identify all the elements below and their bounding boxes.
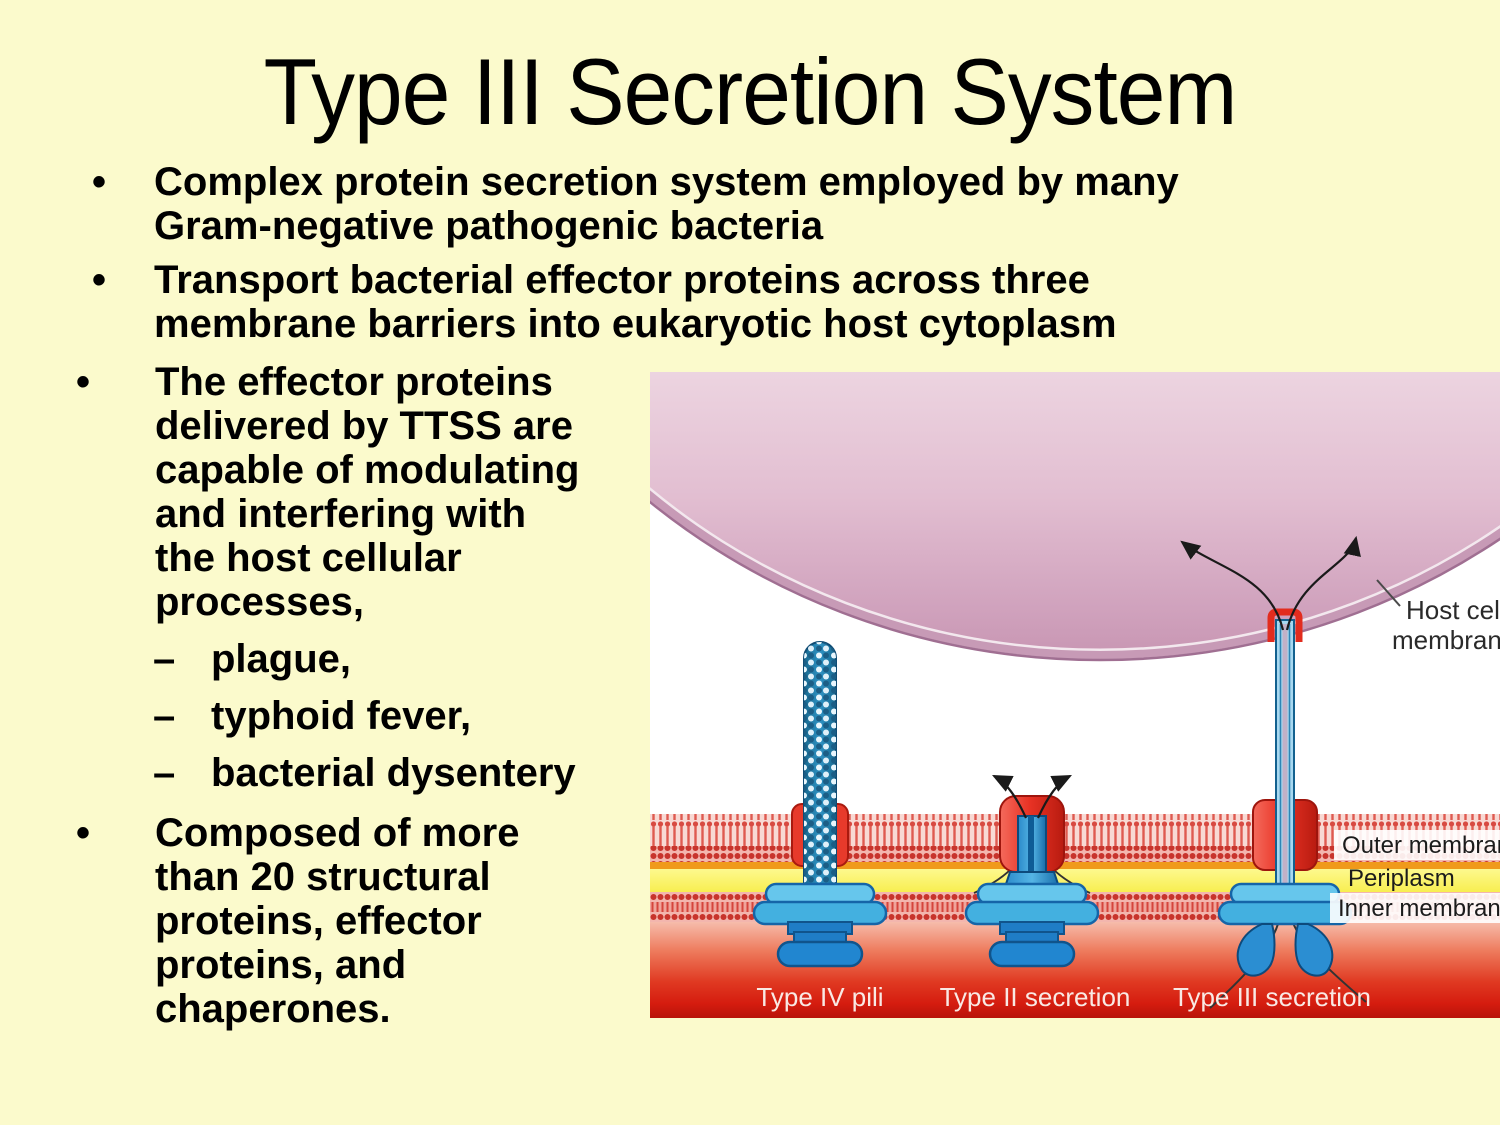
type-iv-pili-label: Type IV pili [756, 982, 883, 1012]
sub-list-item: – plague, [153, 637, 662, 681]
bullet-text: Complex protein secretion system employe… [154, 160, 1179, 248]
sub-list-item: – typhoid fever, [153, 694, 662, 738]
page-title: Type III Secretion System [263, 39, 1238, 144]
effector-arrow [1180, 540, 1285, 631]
secretion-systems-diagram: Host cell membrane Outer membrane Peripl… [650, 372, 1500, 1018]
sub-bullet-text: plague, [211, 637, 352, 681]
c-ring-claw [1236, 923, 1276, 977]
bullet-text: Composed of more than 20 structural prot… [155, 811, 520, 1031]
dash-icon: – [153, 637, 176, 681]
list-item: • Transport bacterial effector proteins … [86, 258, 1386, 346]
inner-membrane-label: Inner membrane [1338, 895, 1500, 922]
secretion-arrow [992, 775, 1028, 819]
outer-membrane-label-box [1334, 830, 1500, 860]
bullet-text: Transport bacterial effector proteins ac… [154, 258, 1117, 346]
host-cell [650, 372, 1500, 662]
left-bullet-list: • The effector proteins delivered by TTS… [62, 360, 662, 1041]
periplasm-label: Periplasm [1348, 865, 1455, 892]
secretion-arrow [1036, 775, 1072, 819]
c-ring-claw [1294, 923, 1334, 977]
bullet-icon: • [76, 811, 91, 855]
diagram-labels: Host cell membrane Outer membrane Peripl… [756, 579, 1500, 1012]
cytoplasm-band [650, 922, 1500, 1018]
sub-list-item: – bacterial dysentery [153, 751, 662, 795]
bullet-icon: • [92, 258, 107, 302]
sub-bullet-text: typhoid fever, [211, 694, 472, 738]
effector-arrow [1285, 535, 1361, 631]
bullet-text: The effector proteins delivered by TTSS … [155, 360, 580, 624]
host-cell-membrane-label-line2: membrane [1392, 625, 1500, 655]
outer-membrane-label: Outer membrane [1342, 832, 1500, 859]
sub-bullet-text: bacterial dysentery [211, 751, 576, 795]
type-ii-secretion-structure [964, 775, 1100, 968]
host-cell-pointer-line [1376, 579, 1401, 607]
type-ii-secretion-label: Type II secretion [940, 982, 1131, 1012]
dash-icon: – [153, 751, 176, 795]
bullet-icon: • [76, 360, 91, 404]
top-bullet-list: • Complex protein secretion system emplo… [86, 160, 1386, 356]
host-cell-membrane-label-line1: Host cell [1406, 595, 1500, 625]
type-iii-secretion-label: Type III secretion [1173, 982, 1371, 1012]
translocon-clamp [1267, 608, 1303, 642]
inner-membrane-label-box [1330, 893, 1500, 923]
type-iii-secretion-structure [1180, 535, 1367, 1009]
list-item: • Complex protein secretion system emplo… [86, 160, 1386, 248]
list-item: • The effector proteins delivered by TTS… [62, 360, 662, 624]
pilus-braid-texture [804, 642, 836, 934]
orange-line [650, 862, 1500, 869]
dash-icon: – [153, 694, 176, 738]
list-item: • Composed of more than 20 structural pr… [62, 811, 662, 1031]
bullet-icon: • [92, 160, 107, 204]
type-iv-pili-structure [752, 641, 888, 968]
